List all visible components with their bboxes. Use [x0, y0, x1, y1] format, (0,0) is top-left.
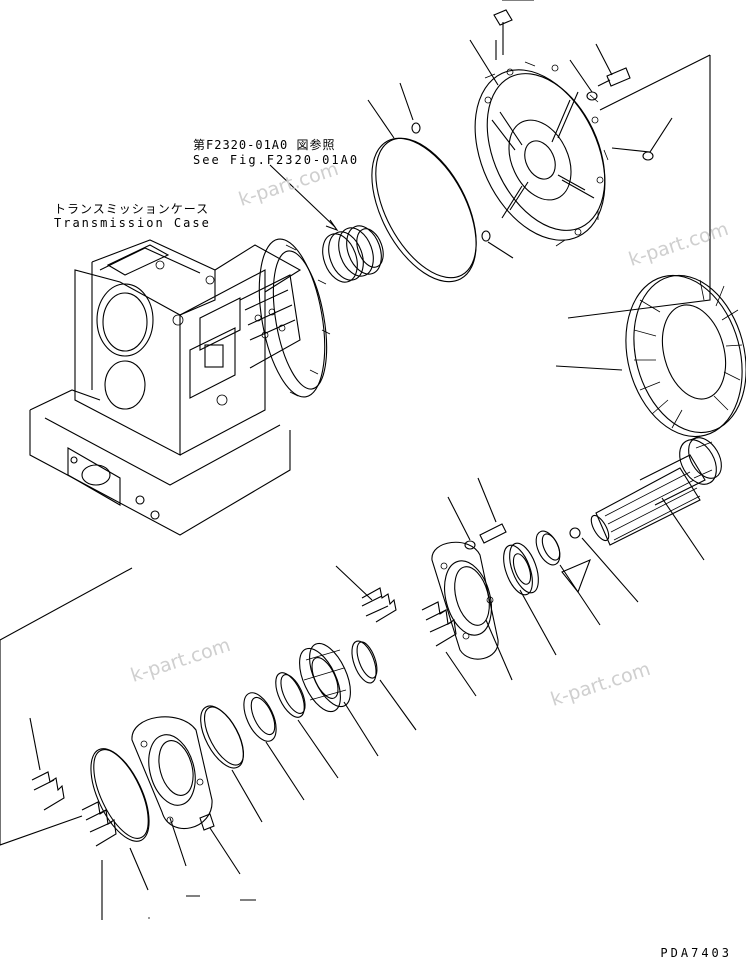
taper-bearing-right	[503, 527, 639, 656]
transmission-case	[29, 238, 331, 536]
planetary-carrier	[200, 640, 417, 823]
reference-figure-label-ja: 第F2320-01A0 図参照	[193, 138, 336, 152]
ring-gear	[555, 274, 746, 438]
drawing-code: PDA7403	[660, 946, 732, 960]
bearing-retainer	[431, 541, 513, 681]
rear-cover	[469, 0, 711, 319]
shim-set-middle	[335, 565, 477, 697]
reference-figure-label-en: See Fig.F2320-01A0	[193, 153, 360, 167]
output-shaft	[590, 435, 722, 561]
large-o-ring	[367, 82, 514, 283]
transmission-case-label-en: Transmission Case	[54, 216, 211, 230]
front-o-ring	[90, 748, 150, 891]
bolt-and-washer	[447, 477, 507, 550]
seal-bearing-assembly	[269, 164, 384, 283]
front-retainer	[131, 716, 256, 901]
transmission-case-label-ja: トランスミッションケース	[54, 202, 210, 216]
shim-set-front	[0, 567, 133, 920]
